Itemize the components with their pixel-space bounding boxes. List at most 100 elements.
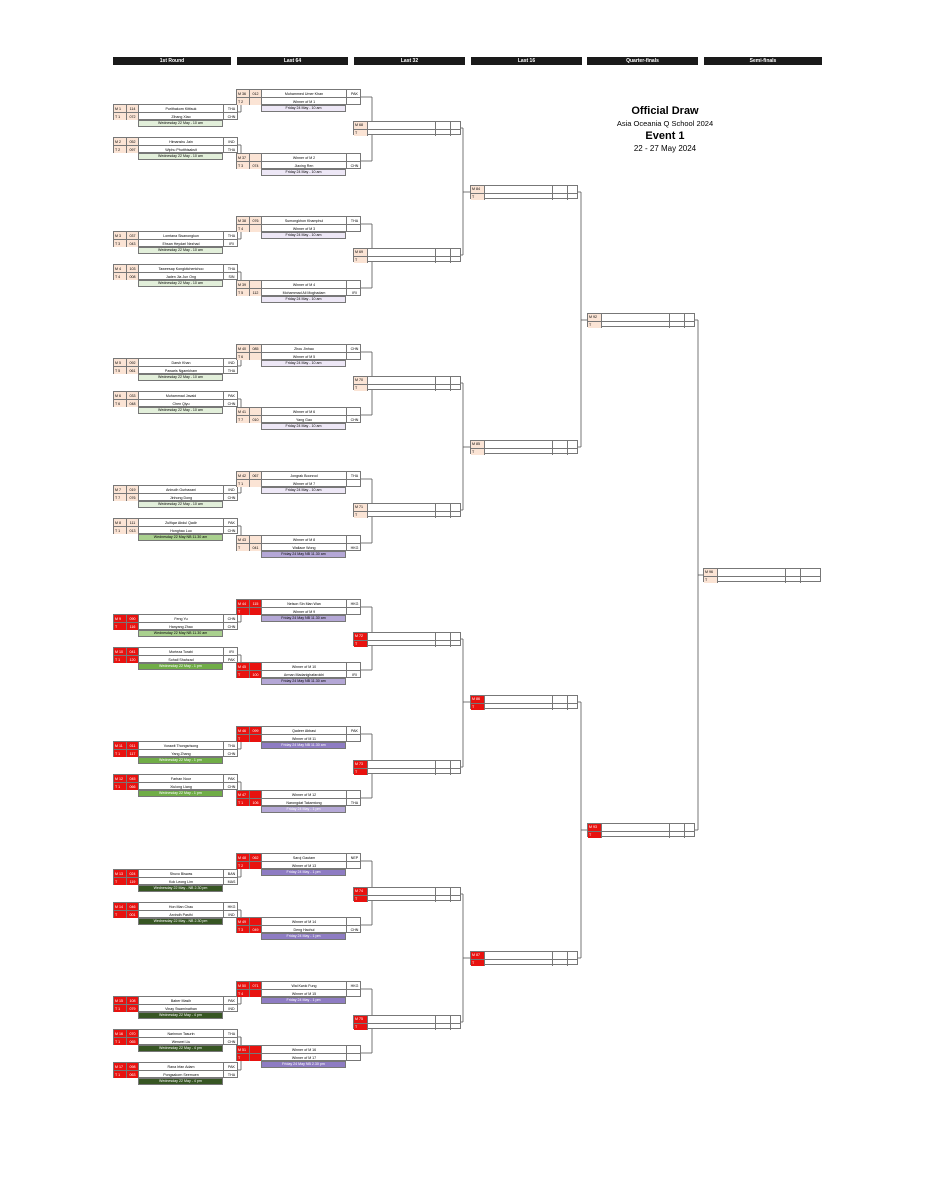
match-number: M 37 <box>237 154 250 162</box>
player-name: Anirudh Gurbaxani <box>139 486 224 494</box>
match-schedule: Friday 24 May - 1 pm <box>261 997 346 1004</box>
seed: 041 <box>127 648 139 656</box>
match-schedule: Friday 24 May - 10 am <box>261 232 346 239</box>
country: BAN <box>227 872 236 876</box>
match-number: M 5 <box>114 359 127 367</box>
seed: 070 <box>127 1030 139 1038</box>
player-row: M 84 <box>471 186 577 193</box>
player-name <box>368 769 436 775</box>
country <box>347 862 362 869</box>
score <box>553 952 568 959</box>
seed: 041 <box>250 544 262 551</box>
match-number: M 73 <box>354 761 368 768</box>
seed: 112 <box>250 289 262 296</box>
player-name: Winner of M 12 <box>262 791 347 799</box>
match-schedule: Wednesday 22 May NB 11.30 am <box>138 630 223 637</box>
match-schedule: Friday 24 May NB 11.30 am <box>261 678 346 685</box>
match-number: M 48 <box>237 854 250 862</box>
table-number: T <box>114 911 127 918</box>
match-number: M 15 <box>114 997 127 1005</box>
seed <box>250 154 262 162</box>
header-last16: Last 16 <box>471 57 582 65</box>
player-name: Winner of M 15 <box>262 990 347 997</box>
player-name: Shuvo Biswas <box>139 870 224 878</box>
player-row: M 86 <box>471 696 577 703</box>
player-row: T <box>704 576 820 583</box>
match-schedule: Wednesday 22 May - 10 am <box>138 407 223 414</box>
match-number: M 10 <box>114 648 127 656</box>
seed: 114 <box>127 105 139 113</box>
score <box>436 257 451 263</box>
player-row: T 4 Winner of M 15 <box>237 989 360 997</box>
table-number: T 4 <box>237 990 250 997</box>
country: SIN <box>228 275 235 279</box>
match-number: M 38 <box>237 217 250 225</box>
match-number: M 2 <box>114 138 127 146</box>
player-name: Muhammed Umer Khan <box>262 90 347 98</box>
player-name <box>485 952 553 959</box>
player-name <box>368 888 436 895</box>
player-name: Farhan Noor <box>139 775 224 783</box>
country <box>347 1054 362 1061</box>
score <box>436 249 451 256</box>
country: PAK <box>228 521 235 525</box>
country: CHN <box>227 785 236 789</box>
table-number: T 1 <box>114 656 127 663</box>
player-name: Jaden Jia Jun Ong <box>139 273 224 280</box>
player-name <box>485 960 553 966</box>
match-schedule: Friday 24 May - 10 am <box>261 360 346 367</box>
seed: 103 <box>127 265 139 273</box>
score <box>436 761 451 768</box>
country: THA <box>350 219 359 223</box>
score <box>786 569 801 576</box>
country: CHN <box>227 496 236 500</box>
seed <box>250 663 262 671</box>
seed: 024 <box>127 870 139 878</box>
seed: 008 <box>127 273 139 280</box>
player-name: Sohail Shahzad <box>139 656 224 663</box>
match-number: M 72 <box>354 633 368 640</box>
seed: 037 <box>127 232 139 240</box>
player-name: Jinhong Dong <box>139 494 224 501</box>
player-name: Ehsan Heydari Nezhad <box>139 240 224 247</box>
match-schedule: Friday 24 May - 10 am <box>261 487 346 494</box>
country <box>347 735 362 742</box>
seed <box>250 735 262 742</box>
player-row: T <box>588 831 694 838</box>
country: THA <box>227 267 236 271</box>
match-number: T <box>471 704 485 710</box>
country: PAK <box>228 999 235 1003</box>
country: CHN <box>227 529 236 533</box>
player-row: M 70 <box>354 377 460 384</box>
match-number: T <box>354 257 368 263</box>
score <box>436 130 451 136</box>
match-number: T <box>354 641 368 647</box>
player-name <box>368 641 436 647</box>
table-number: T 1 <box>237 799 250 806</box>
seed: 085 <box>250 345 262 353</box>
score <box>568 696 579 703</box>
